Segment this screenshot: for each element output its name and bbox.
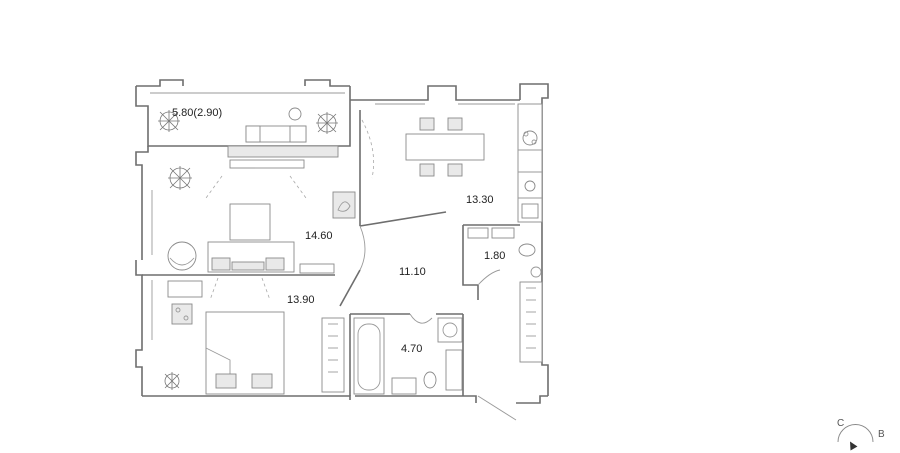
- compass-east-label: В: [878, 429, 885, 440]
- hall-area-label: 11.10: [399, 266, 426, 278]
- living-room-furniture: [167, 175, 356, 274]
- bedroom-area-label: 13.90: [287, 294, 315, 306]
- compass-dial: [837, 424, 874, 443]
- plant-icon: [164, 372, 180, 390]
- internal-walls: [142, 110, 520, 421]
- compass-needle-icon: [850, 441, 858, 451]
- wc-area-label: 1.80: [484, 250, 505, 262]
- plant-icon: [168, 166, 192, 190]
- balcony-area-label: 5.80(2.90): [172, 107, 222, 119]
- bathroom-fixtures: [353, 317, 463, 395]
- kitchen-area-label: 13.30: [466, 194, 494, 206]
- kitchen-furniture: [405, 103, 543, 223]
- bedroom-furniture: [167, 277, 345, 395]
- plant-icon: [158, 110, 180, 132]
- living-room-area-label: 14.60: [305, 230, 333, 242]
- plant-icon: [316, 112, 338, 134]
- wardrobe: [519, 281, 543, 363]
- compass: С В: [837, 418, 885, 451]
- balcony-furniture: [227, 107, 339, 169]
- wc-fixtures: [467, 227, 542, 278]
- bathroom-area-label: 4.70: [401, 343, 422, 355]
- compass-north-label: С: [837, 418, 844, 429]
